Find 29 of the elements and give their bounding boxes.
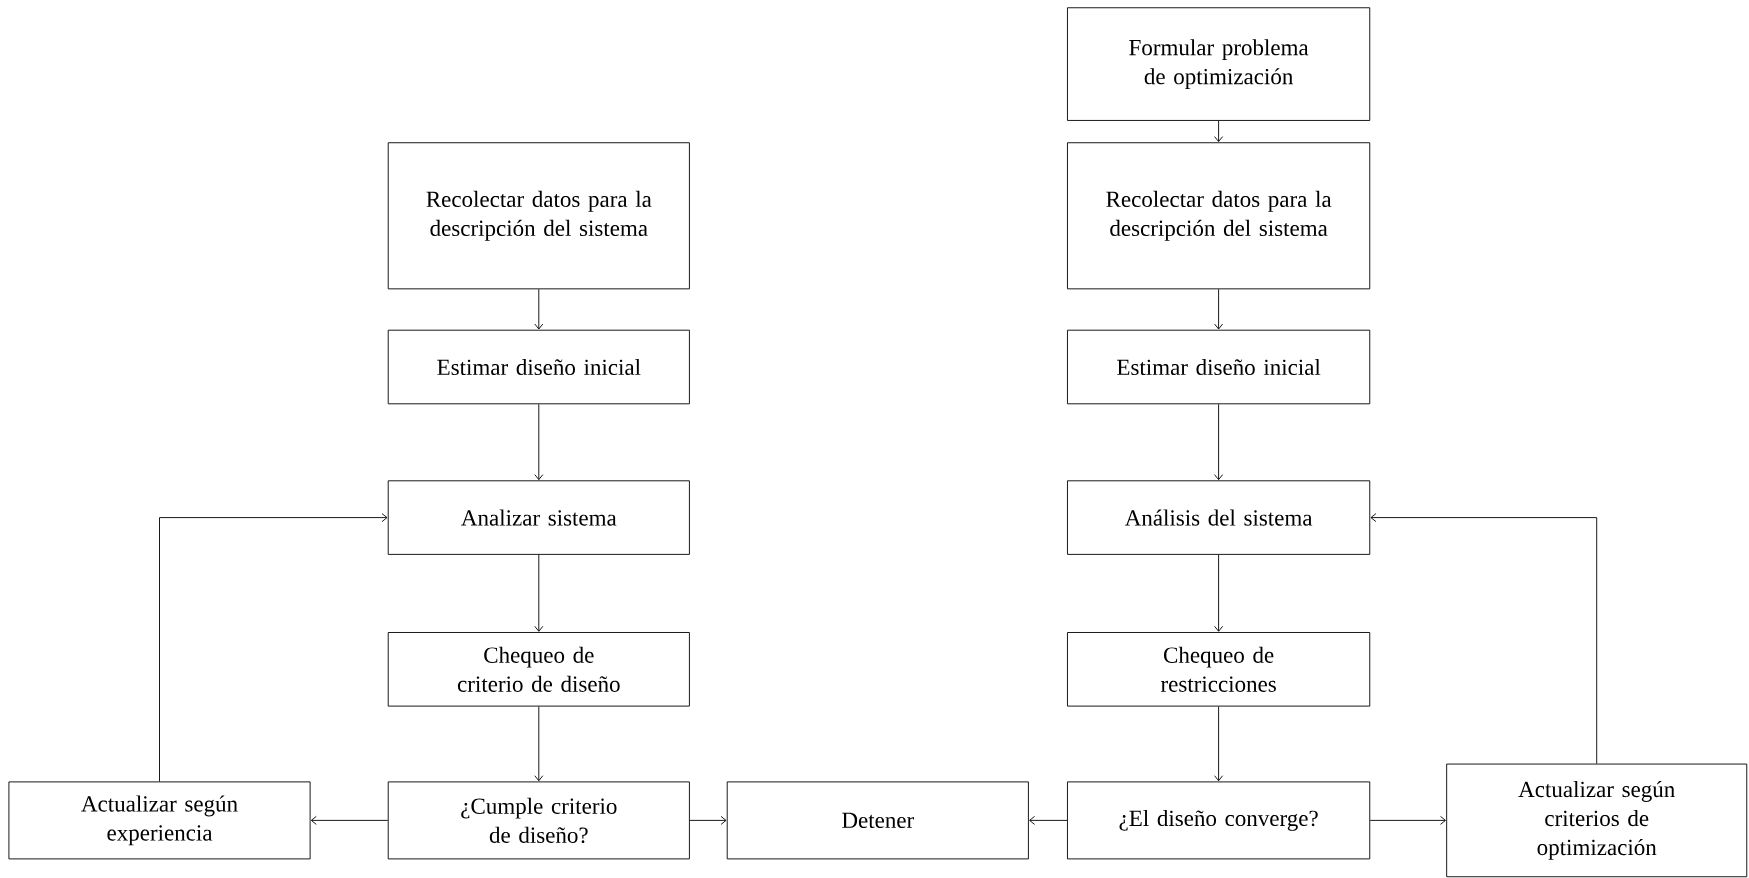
process-box: ¿El diseño converge?: [1067, 781, 1371, 860]
arrow: [534, 288, 544, 330]
process-box: Analizar sistema: [387, 480, 690, 555]
process-box: Actualizar según criterios de optimización: [1446, 763, 1748, 878]
arrow: [1214, 554, 1224, 632]
process-box: Estimar diseño inicial: [1067, 329, 1371, 405]
arrow: [1214, 706, 1224, 782]
process-box: Recolectar datos para la descripción del sistema: [387, 142, 690, 290]
arrow: [1214, 403, 1224, 481]
arrow: [689, 815, 727, 825]
arrow: [534, 706, 544, 782]
process-box: Recolectar datos para la descripción del sistema: [1067, 142, 1371, 290]
process-box: Chequeo de restricciones: [1067, 632, 1371, 707]
process-box: Actualizar según experiencia: [8, 781, 311, 860]
arrow: [310, 815, 389, 825]
arrow: [1369, 815, 1446, 825]
process-box: Estimar diseño inicial: [387, 329, 690, 405]
process-box: ¿Cumple criterio de diseño?: [387, 781, 690, 860]
arrow: [534, 554, 544, 632]
process-box: Análisis del sistema: [1067, 480, 1371, 555]
arrow: [1370, 513, 1598, 765]
process-box: Formular problema de optimización: [1067, 7, 1371, 121]
process-box: Chequeo de criterio de diseño: [387, 632, 690, 707]
arrow: [534, 403, 544, 481]
arrow: [1214, 120, 1224, 143]
process-box: Detener: [726, 781, 1029, 860]
arrow: [159, 513, 388, 782]
arrow: [1214, 288, 1224, 330]
arrow: [1029, 815, 1068, 825]
